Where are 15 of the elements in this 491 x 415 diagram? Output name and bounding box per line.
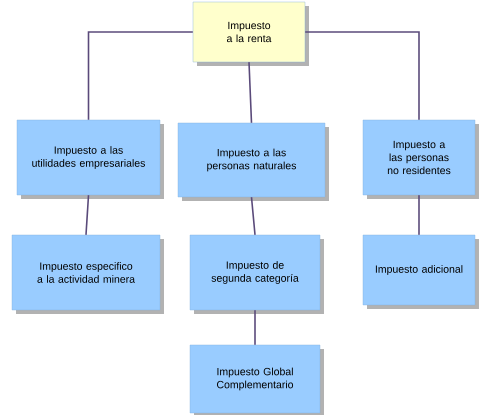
box: Impuesto a las personas no residentes xyxy=(362,120,479,199)
connector-line xyxy=(305,31,420,120)
box: Impuesto a las utilidades empresariales xyxy=(16,120,164,199)
box: Impuesto a la renta xyxy=(192,2,309,66)
connector-line xyxy=(248,62,252,123)
connector-line xyxy=(88,31,193,120)
connector-line xyxy=(418,195,420,235)
connector-line xyxy=(250,197,256,235)
box: Impuesto de segunda categoría xyxy=(190,234,324,314)
box: Impuesto especifico a la actividad minera xyxy=(12,234,164,314)
box: Impuesto adicional xyxy=(362,234,479,309)
box: Impuesto Global Complementario xyxy=(190,344,324,415)
box: Impuesto a las personas naturales xyxy=(178,122,329,201)
connector-line xyxy=(85,195,90,235)
connector-line xyxy=(254,310,256,345)
